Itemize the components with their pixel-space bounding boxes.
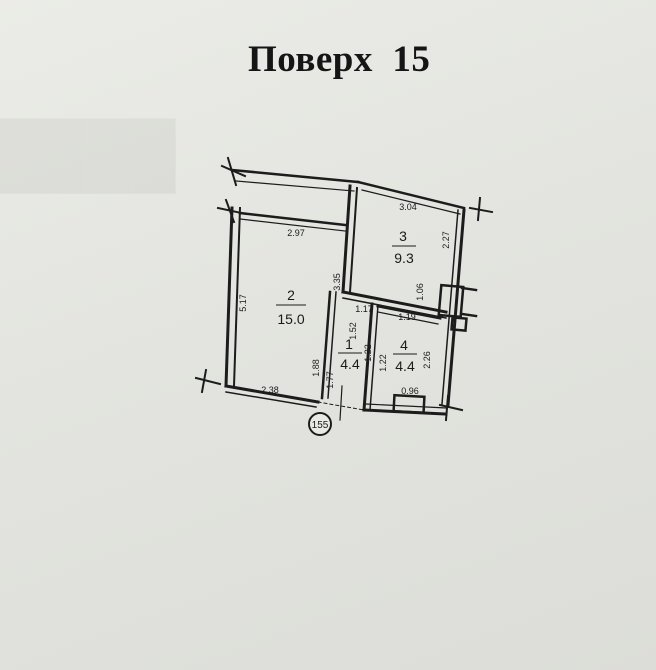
wall-top-balcony bbox=[230, 168, 360, 184]
dim-1-22-b: 1.22 bbox=[378, 354, 388, 372]
dim-2-97: 2.97 bbox=[287, 228, 305, 238]
wall-partition-2-3 bbox=[341, 184, 352, 294]
dim-1-19: 1.19 bbox=[398, 312, 416, 322]
room-2-area: 15.0 bbox=[277, 311, 304, 327]
floor-title: Поверх 15 bbox=[248, 39, 431, 80]
dim-2-27: 2.27 bbox=[441, 231, 451, 249]
room-2-number: 2 bbox=[287, 287, 295, 303]
room-4-area: 4.4 bbox=[395, 358, 415, 374]
dim-1-06: 1.06 bbox=[415, 283, 425, 301]
wall-corridor-left bbox=[320, 290, 332, 400]
room-3-area: 9.3 bbox=[394, 250, 414, 266]
wall-room4-top bbox=[376, 304, 442, 320]
dim-3-04: 3.04 bbox=[399, 202, 417, 212]
room-1-number: 1 bbox=[345, 336, 353, 352]
dim-0-96: 0.96 bbox=[401, 386, 419, 396]
room-4-number: 4 bbox=[400, 337, 408, 353]
dim-1-77: 1.77 bbox=[325, 371, 335, 389]
wall-bottom bbox=[224, 384, 320, 404]
dim-5-17: 5.17 bbox=[238, 294, 248, 312]
room-1-area: 4.4 bbox=[340, 356, 360, 372]
dim-3-35: 3.35 bbox=[332, 273, 342, 291]
room-3-number: 3 bbox=[399, 228, 407, 244]
dim-2-26: 2.26 bbox=[422, 351, 432, 369]
apartment-number-badge: 155 bbox=[308, 412, 332, 436]
dim-1-88: 1.88 bbox=[311, 359, 321, 377]
dim-1-17: 1.17 bbox=[355, 304, 373, 314]
wall-left bbox=[224, 206, 234, 388]
wall-right bbox=[446, 208, 466, 407]
dim-2-38: 2.38 bbox=[261, 385, 279, 395]
wall-room2-top bbox=[238, 211, 347, 227]
wall-room3-bottom bbox=[341, 290, 448, 314]
apartment-number: 155 bbox=[312, 420, 329, 431]
wall-corridor-right bbox=[362, 302, 374, 412]
dim-1-52: 1.52 bbox=[348, 322, 358, 340]
dim-1-22-a: 1.22 bbox=[363, 344, 373, 362]
